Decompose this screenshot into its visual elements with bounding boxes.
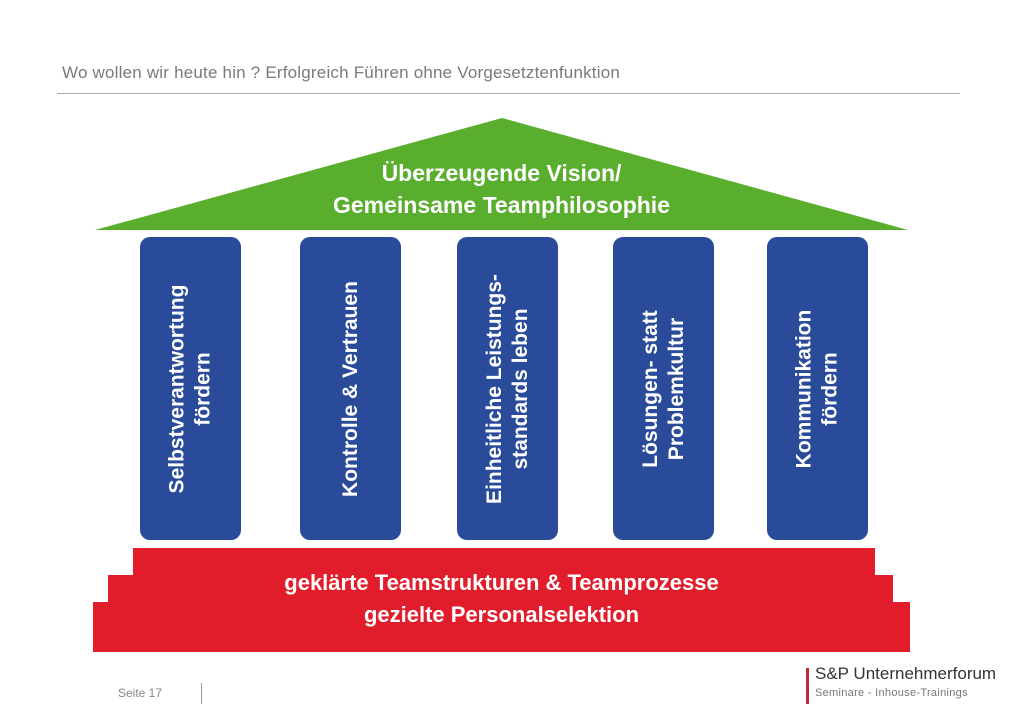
pillar-1-line-1: Selbstverantwortung [165, 284, 189, 493]
pillar-2: Kontrolle & Vertrauen [300, 237, 401, 540]
title-divider [57, 93, 960, 94]
roof-line-2: Gemeinsame Teamphilosophie [332, 192, 670, 218]
base-line-1: geklärte Teamstrukturen & Teamprozesse [284, 570, 719, 595]
slide-title: Wo wollen wir heute hin ? Erfolgreich Fü… [62, 63, 621, 82]
pillar-1-line-2: fördern [191, 351, 215, 426]
logo-tagline: Seminare - Inhouse-Trainings [815, 687, 968, 699]
base-line-2: gezielte Personalselektion [363, 602, 640, 627]
base-step-top [133, 548, 875, 578]
pillar-3: Einheitliche Leistungs-standards leben [457, 237, 558, 540]
logo-bar [806, 668, 809, 704]
pillar-2-line-1: Kontrolle & Vertrauen [338, 280, 362, 497]
footer-divider [201, 683, 202, 704]
roof-line-1: Überzeugende Vision/ [381, 160, 622, 186]
pillar-4-line-1: Lösungen- statt [638, 309, 662, 468]
base-step-middle [108, 575, 893, 605]
pillar-4-line-2: Problemkultur [664, 317, 688, 460]
base-step-bottom [93, 602, 910, 652]
pillar-5-line-1: Kommunikation [792, 309, 816, 468]
pillar-5-line-2: fördern [818, 351, 842, 426]
page-number: Seite 17 [118, 686, 163, 700]
pillar-3-line-2: standards leben [508, 307, 532, 470]
pillar-3-line-1: Einheitliche Leistungs- [482, 273, 506, 504]
logo-name: S&P Unternehmerforum [815, 664, 997, 683]
